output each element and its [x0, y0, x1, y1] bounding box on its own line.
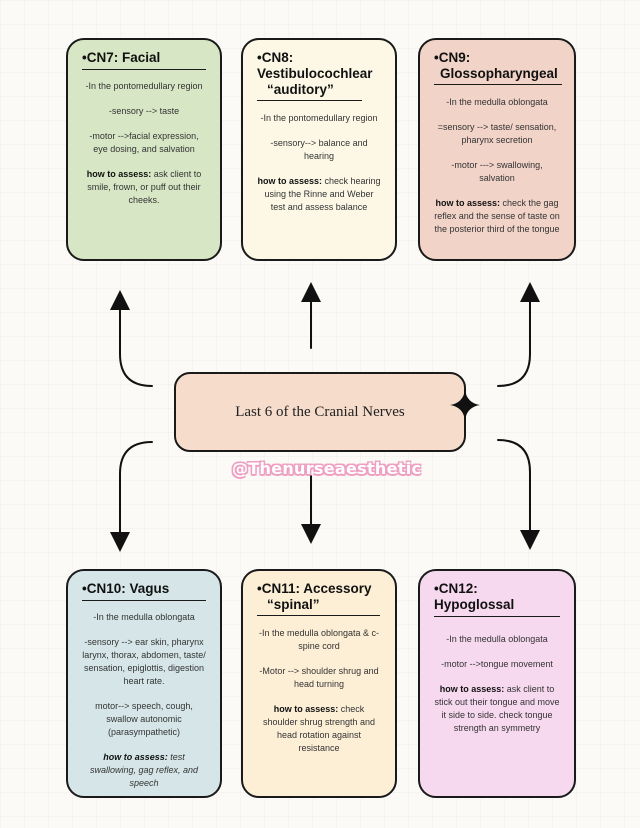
arrow-to-cn9 [497, 282, 540, 387]
cn12-location: -In the medulla oblongata [446, 634, 548, 644]
cn8-assessment: how to assess: check hearing using the R… [257, 175, 381, 214]
cn9-title-line2: Glossopharyngeal [434, 66, 562, 85]
cn8-sensory: -sensory--> balance and hearing [270, 138, 368, 161]
cn11-assess-label: how to assess: [273, 704, 339, 714]
arrow-to-cn10 [110, 441, 153, 552]
cn8-location: -In the pontomedullary region [260, 113, 378, 123]
cn8-assess-label: how to assess: [257, 176, 322, 186]
cn12-title: •CN12: Hypoglossal [434, 581, 560, 617]
watermark-handle: @Thenurseaesthetic [232, 459, 422, 478]
cn9-location: -In the medulla oblongata [446, 97, 548, 107]
cn11-title: •CN11: Accessory “spinal” [257, 581, 381, 619]
cn8-title-line3: “auditory” [257, 82, 362, 101]
cn9-title: •CN9: Glossopharyngeal [434, 50, 562, 88]
cn10-card: •CN10: Vagus -In the medulla oblongata -… [66, 569, 222, 798]
cn10-location: -In the medulla oblongata [93, 612, 195, 622]
sparkle-icon [450, 390, 480, 420]
cn8-title: •CN8: Vestibulocochlear “auditory” [257, 50, 381, 104]
cn7-assess-label: how to assess: [86, 169, 152, 179]
cn11-assess-text: check shoulder shrug strength and head r… [262, 704, 376, 753]
cn12-assessment: how to assess: ask client to stick out t… [434, 683, 560, 735]
cn11-assessment: how to assess: check shoulder shrug stre… [257, 703, 381, 755]
cn9-title-line1: •CN9: [434, 50, 471, 65]
cn10-sensory: -sensory --> ear skin, pharynx larynx, t… [82, 637, 206, 686]
cn7-motor: -motor -->facial expression, eye dosing,… [89, 131, 199, 154]
cn7-card: •CN7: Facial -In the pontomedullary regi… [66, 38, 222, 261]
cn10-assess-text: test swallowing, gag reflex, and speech [89, 752, 199, 788]
cn11-location: -In the medulla oblongata & c-spine cord [258, 628, 380, 651]
cn10-assessment: how to assess: test swallowing, gag refl… [82, 751, 206, 790]
cn12-motor: -motor -->tongue movement [441, 659, 553, 669]
cn10-title: •CN10: Vagus [82, 581, 206, 601]
cn9-assessment: how to assess: check the gag reflex and … [434, 197, 560, 236]
cn10-assess-label: how to assess: [103, 752, 168, 762]
cn9-card: •CN9: Glossopharyngeal -In the medulla o… [418, 38, 576, 261]
cn7-assessment: how to assess: ask client to smile, frow… [82, 168, 206, 207]
cn8-assess-text: check hearing using the Rinne and Weber … [264, 176, 381, 212]
cn11-motor: -Motor --> shoulder shrug and head turni… [259, 666, 379, 689]
cn12-assess-text: ask client to stick out their tongue and… [434, 684, 560, 733]
cn9-sensory: =sensory --> taste/ sensation, pharynx s… [437, 122, 557, 145]
center-topic-box: Last 6 of the Cranial Nerves [174, 372, 466, 452]
cn7-title: •CN7: Facial [82, 50, 206, 70]
center-topic-label: Last 6 of the Cranial Nerves [235, 403, 405, 420]
cn9-motor: -motor ---> swallowing, salvation [451, 160, 543, 183]
arrow-to-cn12 [497, 439, 540, 550]
cn9-assess-label: how to assess: [435, 198, 500, 208]
cn11-title-line2: “spinal” [257, 597, 380, 616]
arrow-to-cn7 [110, 290, 153, 387]
cn8-card: •CN8: Vestibulocochlear “auditory” -In t… [241, 38, 397, 261]
cn11-title-line1: •CN11: Accessory [257, 581, 372, 596]
cn7-location: -In the pontomedullary region [85, 81, 203, 91]
cn12-assess-label: how to assess: [439, 684, 505, 694]
cn9-assess-text: check the gag reflex and the sense of ta… [434, 198, 560, 234]
cn7-sensory: -sensory --> taste [108, 106, 180, 116]
cn10-motor: motor--> speech, cough, swallow autonomi… [95, 701, 193, 737]
cn8-title-line2: Vestibulocochlear [257, 66, 373, 81]
cn11-card: •CN11: Accessory “spinal” -In the medull… [241, 569, 397, 798]
cn8-title-line1: •CN8: [257, 50, 294, 65]
cn7-assess-text: ask client to smile, frown, or puff out … [87, 169, 202, 205]
cn12-card: •CN12: Hypoglossal -In the medulla oblon… [418, 569, 576, 798]
